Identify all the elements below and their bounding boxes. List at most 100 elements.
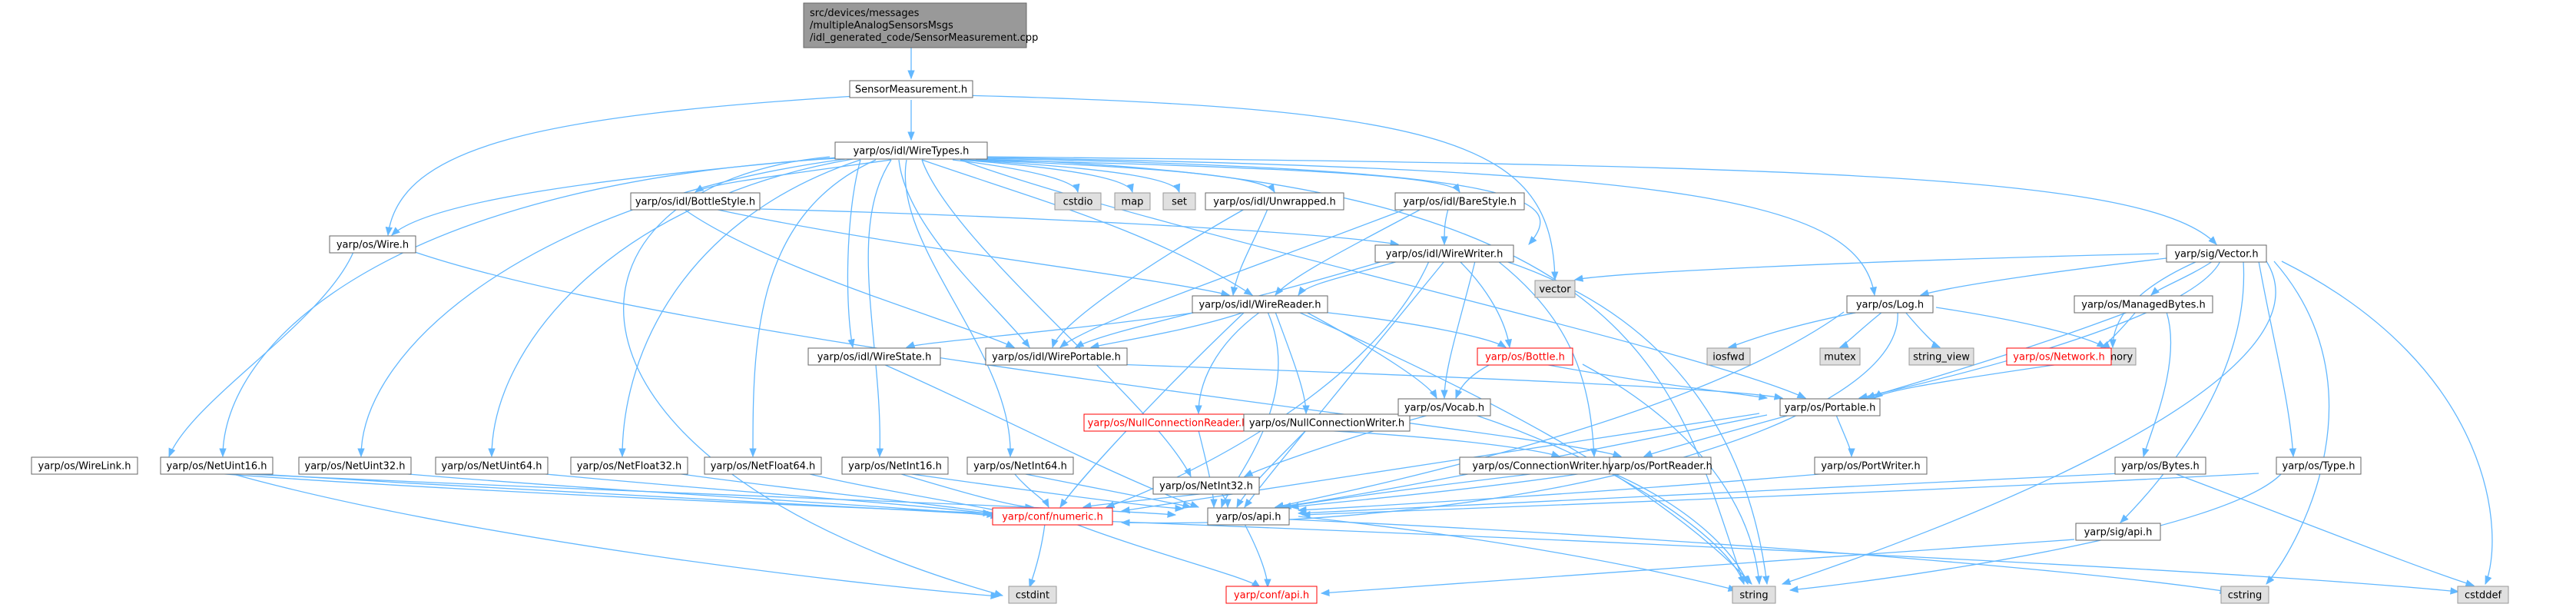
cstdint-box: [1008, 586, 1057, 604]
edge-netuint16-cstdint: [230, 473, 1000, 599]
confapi-label: yarp/conf/api.h: [1234, 590, 1309, 602]
edge-wirereader-string: [1298, 311, 1752, 585]
string-label: string: [1739, 590, 1768, 602]
portable-box: [1779, 398, 1881, 417]
vector_h-box: [2166, 244, 2267, 263]
node-set[interactable]: set: [1162, 192, 1196, 211]
edge-type-osapi: [1301, 473, 2259, 519]
vocab-label: yarp/os/Vocab.h: [1404, 403, 1484, 414]
bytes-label: yarp/os/Bytes.h: [2121, 461, 2200, 473]
bottlestyle-box: [630, 192, 761, 211]
node-network[interactable]: yarp/os/Network.h: [2006, 347, 2112, 366]
node-wirestate[interactable]: yarp/os/idl/WireState.h: [807, 347, 941, 366]
node-netint64[interactable]: yarp/os/NetInt64.h: [966, 456, 1074, 475]
node-numeric[interactable]: yarp/conf/numeric.h: [992, 507, 1113, 526]
vocab-box: [1397, 398, 1491, 417]
mutex-box: [1819, 347, 1861, 366]
bottle-box: [1477, 347, 1573, 366]
node-map[interactable]: map: [1114, 192, 1151, 211]
node-type[interactable]: yarp/os/Type.h: [2276, 456, 2362, 475]
numeric-label: yarp/conf/numeric.h: [1002, 512, 1103, 523]
edge-wiretypes-vector_h: [983, 156, 2217, 245]
node-mutex[interactable]: mutex: [1819, 347, 1861, 366]
cstdio-box: [1054, 192, 1102, 211]
edge-wiretypes-cstdio: [952, 159, 1080, 194]
node-string_view[interactable]: string_view: [1908, 347, 1974, 366]
node-portable[interactable]: yarp/os/Portable.h: [1779, 398, 1881, 417]
edge-wiretypes-netuint64: [488, 158, 854, 458]
set-box: [1162, 192, 1196, 211]
netuint32-label: yarp/os/NetUint32.h: [305, 461, 406, 473]
edge-wirewriter-string: [1505, 261, 1770, 586]
node-netuint64[interactable]: yarp/os/NetUint64.h: [435, 456, 549, 475]
node-portreader[interactable]: yarp/os/PortReader.h: [1608, 456, 1712, 475]
node-managedbytes[interactable]: yarp/os/ManagedBytes.h: [2074, 295, 2213, 314]
node-netuint16[interactable]: yarp/os/NetUint16.h: [160, 456, 274, 475]
node-nullconnwriter[interactable]: yarp/os/NullConnectionWriter.h: [1243, 413, 1411, 432]
edge-netint16-numeric: [898, 473, 1035, 511]
string_view-label: string_view: [1913, 352, 1970, 363]
edge-wirereader-wirestate: [905, 311, 1199, 348]
node-cstdio[interactable]: cstdio: [1054, 192, 1102, 211]
node-connwriter[interactable]: yarp/os/ConnectionWriter.h: [1459, 456, 1622, 475]
iosfwd-box: [1706, 347, 1751, 366]
node-netuint32[interactable]: yarp/os/NetUint32.h: [298, 456, 412, 475]
edge-netint32-numeric: [1082, 493, 1207, 509]
node-wirereader[interactable]: yarp/os/idl/WireReader.h: [1192, 295, 1328, 314]
node-netfloat64[interactable]: yarp/os/NetFloat64.h: [704, 456, 822, 475]
node-confapi[interactable]: yarp/conf/api.h: [1225, 586, 1318, 604]
node-cstdint[interactable]: cstdint: [1008, 586, 1057, 604]
edge-vector_h-managedbytes: [2150, 261, 2213, 296]
node-osapi[interactable]: yarp/os/api.h: [1207, 507, 1290, 526]
edge-sigapi-confapi: [1320, 539, 2075, 596]
edge-wirereader-numeric: [1059, 311, 1245, 508]
node-cstddef[interactable]: cstddef: [2457, 586, 2509, 604]
node-wiretypes[interactable]: yarp/os/idl/WireTypes.h: [834, 141, 988, 160]
node-vector[interactable]: vector: [1534, 280, 1576, 298]
node-sigapi[interactable]: yarp/sig/api.h: [2075, 523, 2161, 541]
node-sm[interactable]: SensorMeasurement.h: [849, 80, 973, 98]
node-cstring[interactable]: cstring: [2220, 586, 2269, 604]
node-vocab[interactable]: yarp/os/Vocab.h: [1397, 398, 1491, 417]
edge-log-iosfwd: [1727, 311, 1860, 350]
edge-bytes-cstddef: [2173, 473, 2475, 587]
node-netint16[interactable]: yarp/os/NetInt16.h: [841, 456, 949, 475]
netint32-box: [1152, 476, 1260, 495]
mutex-label: mutex: [1824, 352, 1856, 363]
network-label: yarp/os/Network.h: [2013, 352, 2104, 363]
edge-connwriter-string: [1613, 473, 1749, 586]
nullconnwriter-box: [1243, 413, 1411, 432]
bottlestyle-label: yarp/os/idl/BottleStyle.h: [635, 197, 755, 208]
node-wirewriter[interactable]: yarp/os/idl/WireWriter.h: [1374, 244, 1514, 263]
edge-log-string_view: [1905, 311, 1941, 348]
node-nullconnreader[interactable]: yarp/os/NullConnectionReader.h: [1083, 413, 1252, 432]
cstdint-label: cstdint: [1016, 590, 1049, 602]
edge-bottle-vocab: [1455, 363, 1491, 400]
node-bottle[interactable]: yarp/os/Bottle.h: [1477, 347, 1573, 366]
netfloat64-box: [704, 456, 822, 475]
node-bytes[interactable]: yarp/os/Bytes.h: [2114, 456, 2206, 475]
edge-wirestate-osapi: [883, 363, 1200, 508]
edge-log-osapi: [1274, 311, 1845, 509]
node-vector_h[interactable]: yarp/sig/Vector.h: [2166, 244, 2267, 263]
root-node[interactable]: src/devices/messages /multipleAnalogSens…: [803, 2, 1038, 48]
root-line-2: /multipleAnalogSensorsMsgs: [810, 20, 953, 32]
node-bottlestyle[interactable]: yarp/os/idl/BottleStyle.h: [630, 192, 761, 211]
edge-portable-portreader: [1643, 414, 1791, 457]
edge-wireportable-portable: [1113, 363, 1784, 400]
osapi-label: yarp/os/api.h: [1216, 512, 1281, 523]
node-netint32[interactable]: yarp/os/NetInt32.h: [1152, 476, 1260, 495]
node-wire[interactable]: yarp/os/Wire.h: [329, 235, 416, 254]
set-label: set: [1172, 197, 1187, 208]
node-unwrapped[interactable]: yarp/os/idl/Unwrapped.h: [1205, 192, 1344, 211]
node-barestyle[interactable]: yarp/os/idl/BareStyle.h: [1394, 192, 1525, 211]
node-log[interactable]: yarp/os/Log.h: [1846, 295, 1934, 314]
netint16-label: yarp/os/NetInt16.h: [848, 461, 942, 473]
node-portwriter[interactable]: yarp/os/PortWriter.h: [1814, 456, 1928, 475]
node-wireportable[interactable]: yarp/os/idl/WirePortable.h: [985, 347, 1128, 366]
node-iosfwd[interactable]: iosfwd: [1706, 347, 1751, 366]
root-line-1: src/devices/messages: [810, 8, 920, 19]
node-netfloat32[interactable]: yarp/os/NetFloat32.h: [570, 456, 688, 475]
node-wirelink[interactable]: yarp/os/WireLink.h: [31, 456, 138, 475]
node-string[interactable]: string: [1732, 586, 1776, 604]
